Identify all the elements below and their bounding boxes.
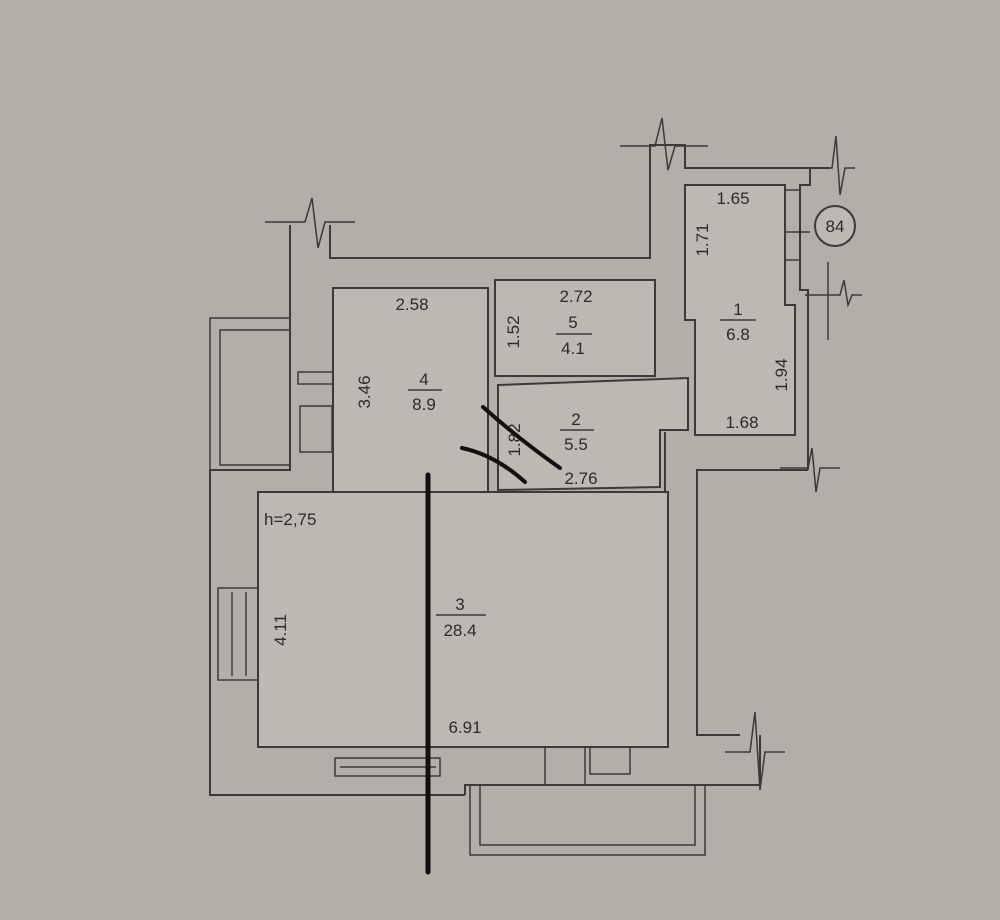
room-5-dim-left: 1.52 [504, 315, 523, 348]
apartment-number: 84 [826, 217, 845, 236]
room-4 [332, 287, 489, 497]
room-2-dim-bottom: 2.76 [564, 469, 597, 488]
marker-annotations [425, 405, 562, 875]
room-4-dim-left: 3.46 [355, 375, 374, 408]
room-1-dim-right: 1.94 [772, 358, 791, 391]
room-1-number: 1 [733, 300, 742, 319]
room-4-number: 4 [419, 370, 428, 389]
room-1-dim-top: 1.65 [716, 189, 749, 208]
room-4-area: 8.9 [412, 395, 436, 414]
marker-diagonal-stroke-lower [460, 446, 527, 484]
marker-diagonal-stroke-upper [481, 405, 562, 470]
room-5 [494, 279, 656, 377]
room-2 [497, 376, 689, 492]
apartment-number-circle [814, 205, 856, 247]
room-2-area: 5.5 [564, 435, 588, 454]
room-3-area: 28.4 [443, 621, 476, 640]
room-2-number: 2 [571, 410, 580, 429]
room-1-dim-left: 1.71 [693, 223, 712, 256]
room-3 [257, 491, 669, 748]
room-1 [684, 184, 796, 436]
room-5-area: 4.1 [561, 339, 585, 358]
room-3-dim-left: 4.11 [271, 614, 290, 646]
room-3-number: 3 [455, 595, 464, 614]
room-1-dim-bottom: 1.68 [725, 413, 758, 432]
room-4-dim-top: 2.58 [395, 295, 428, 314]
room-5-dim-top: 2.72 [559, 287, 592, 306]
room-5-number: 5 [568, 313, 577, 332]
room-1-area: 6.8 [726, 325, 750, 344]
room-3-dim-bottom: 6.91 [448, 718, 481, 737]
ceiling-height: h=2,75 [264, 510, 316, 529]
